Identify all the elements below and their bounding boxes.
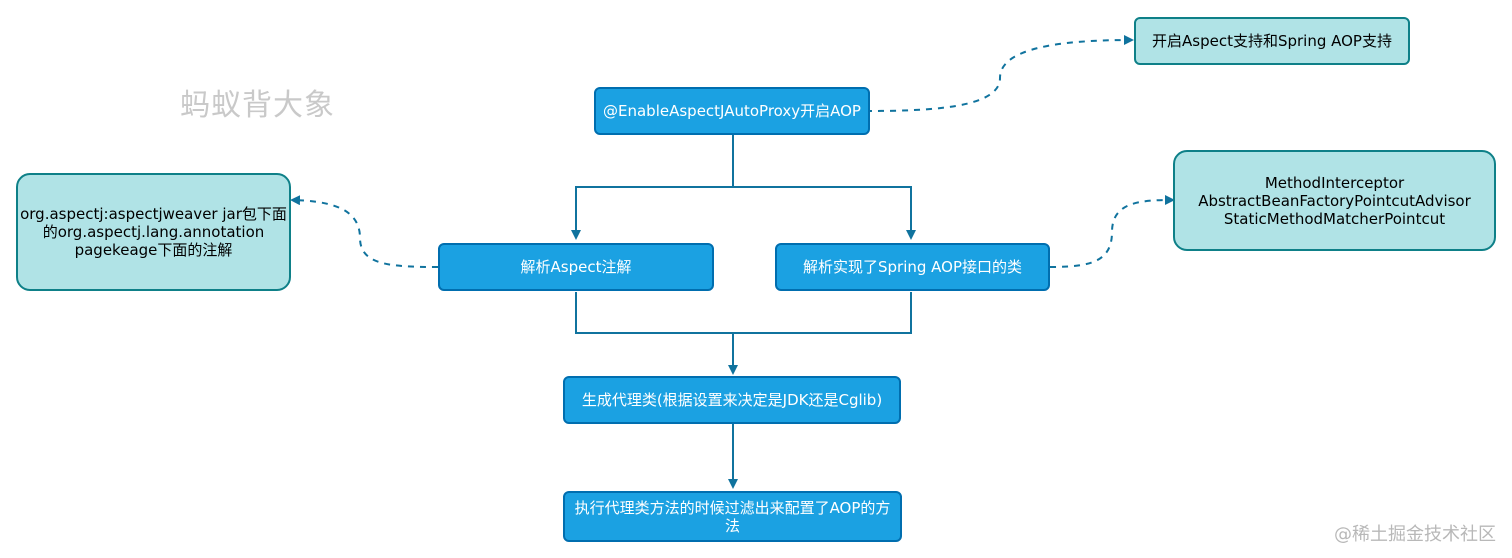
spring-interfaces-note-node: MethodInterceptor AbstractBeanFactoryPoi… bbox=[1173, 150, 1496, 251]
enable-note-node: 开启Aspect支持和Spring AOP支持 bbox=[1134, 17, 1410, 65]
connector-enable-split bbox=[575, 135, 912, 237]
connector-merge-to-proxy bbox=[575, 292, 912, 372]
generate-proxy-node: 生成代理类(根据设置来决定是JDK还是Cglib) bbox=[563, 376, 901, 424]
generate-proxy-label: 生成代理类(根据设置来决定是JDK还是Cglib) bbox=[581, 391, 883, 409]
dashed-connector-spring-note bbox=[1049, 195, 1175, 268]
author-watermark: 蚂蚁背大象 bbox=[180, 88, 335, 123]
parse-aspect-node: 解析Aspect注解 bbox=[438, 243, 714, 291]
spring-interfaces-note-label: MethodInterceptor AbstractBeanFactoryPoi… bbox=[1198, 173, 1471, 228]
execute-proxy-label: 执行代理类方法的时候过滤出来配置了AOP的方 法 bbox=[574, 498, 891, 535]
aspect-annotation-note-label: org.aspectj:aspectjweaver jar包下面 的org.as… bbox=[20, 205, 287, 259]
parse-aspect-label: 解析Aspect注解 bbox=[520, 258, 632, 276]
execute-proxy-node: 执行代理类方法的时候过滤出来配置了AOP的方 法 bbox=[563, 491, 902, 542]
dashed-connector-enable-note bbox=[865, 35, 1134, 112]
source-credit: @稀土掘金技术社区 bbox=[1334, 524, 1496, 545]
parse-spring-aop-node: 解析实现了Spring AOP接口的类 bbox=[775, 243, 1050, 291]
enable-aop-label: @EnableAspectJAutoProxy开启AOP bbox=[603, 102, 861, 120]
dashed-connector-aspect-note bbox=[290, 195, 439, 268]
enable-aop-node: @EnableAspectJAutoProxy开启AOP bbox=[594, 87, 870, 135]
aspect-annotation-note-node: org.aspectj:aspectjweaver jar包下面 的org.as… bbox=[16, 173, 291, 291]
parse-spring-aop-label: 解析实现了Spring AOP接口的类 bbox=[802, 258, 1023, 276]
enable-note-label: 开启Aspect支持和Spring AOP支持 bbox=[1152, 32, 1392, 50]
